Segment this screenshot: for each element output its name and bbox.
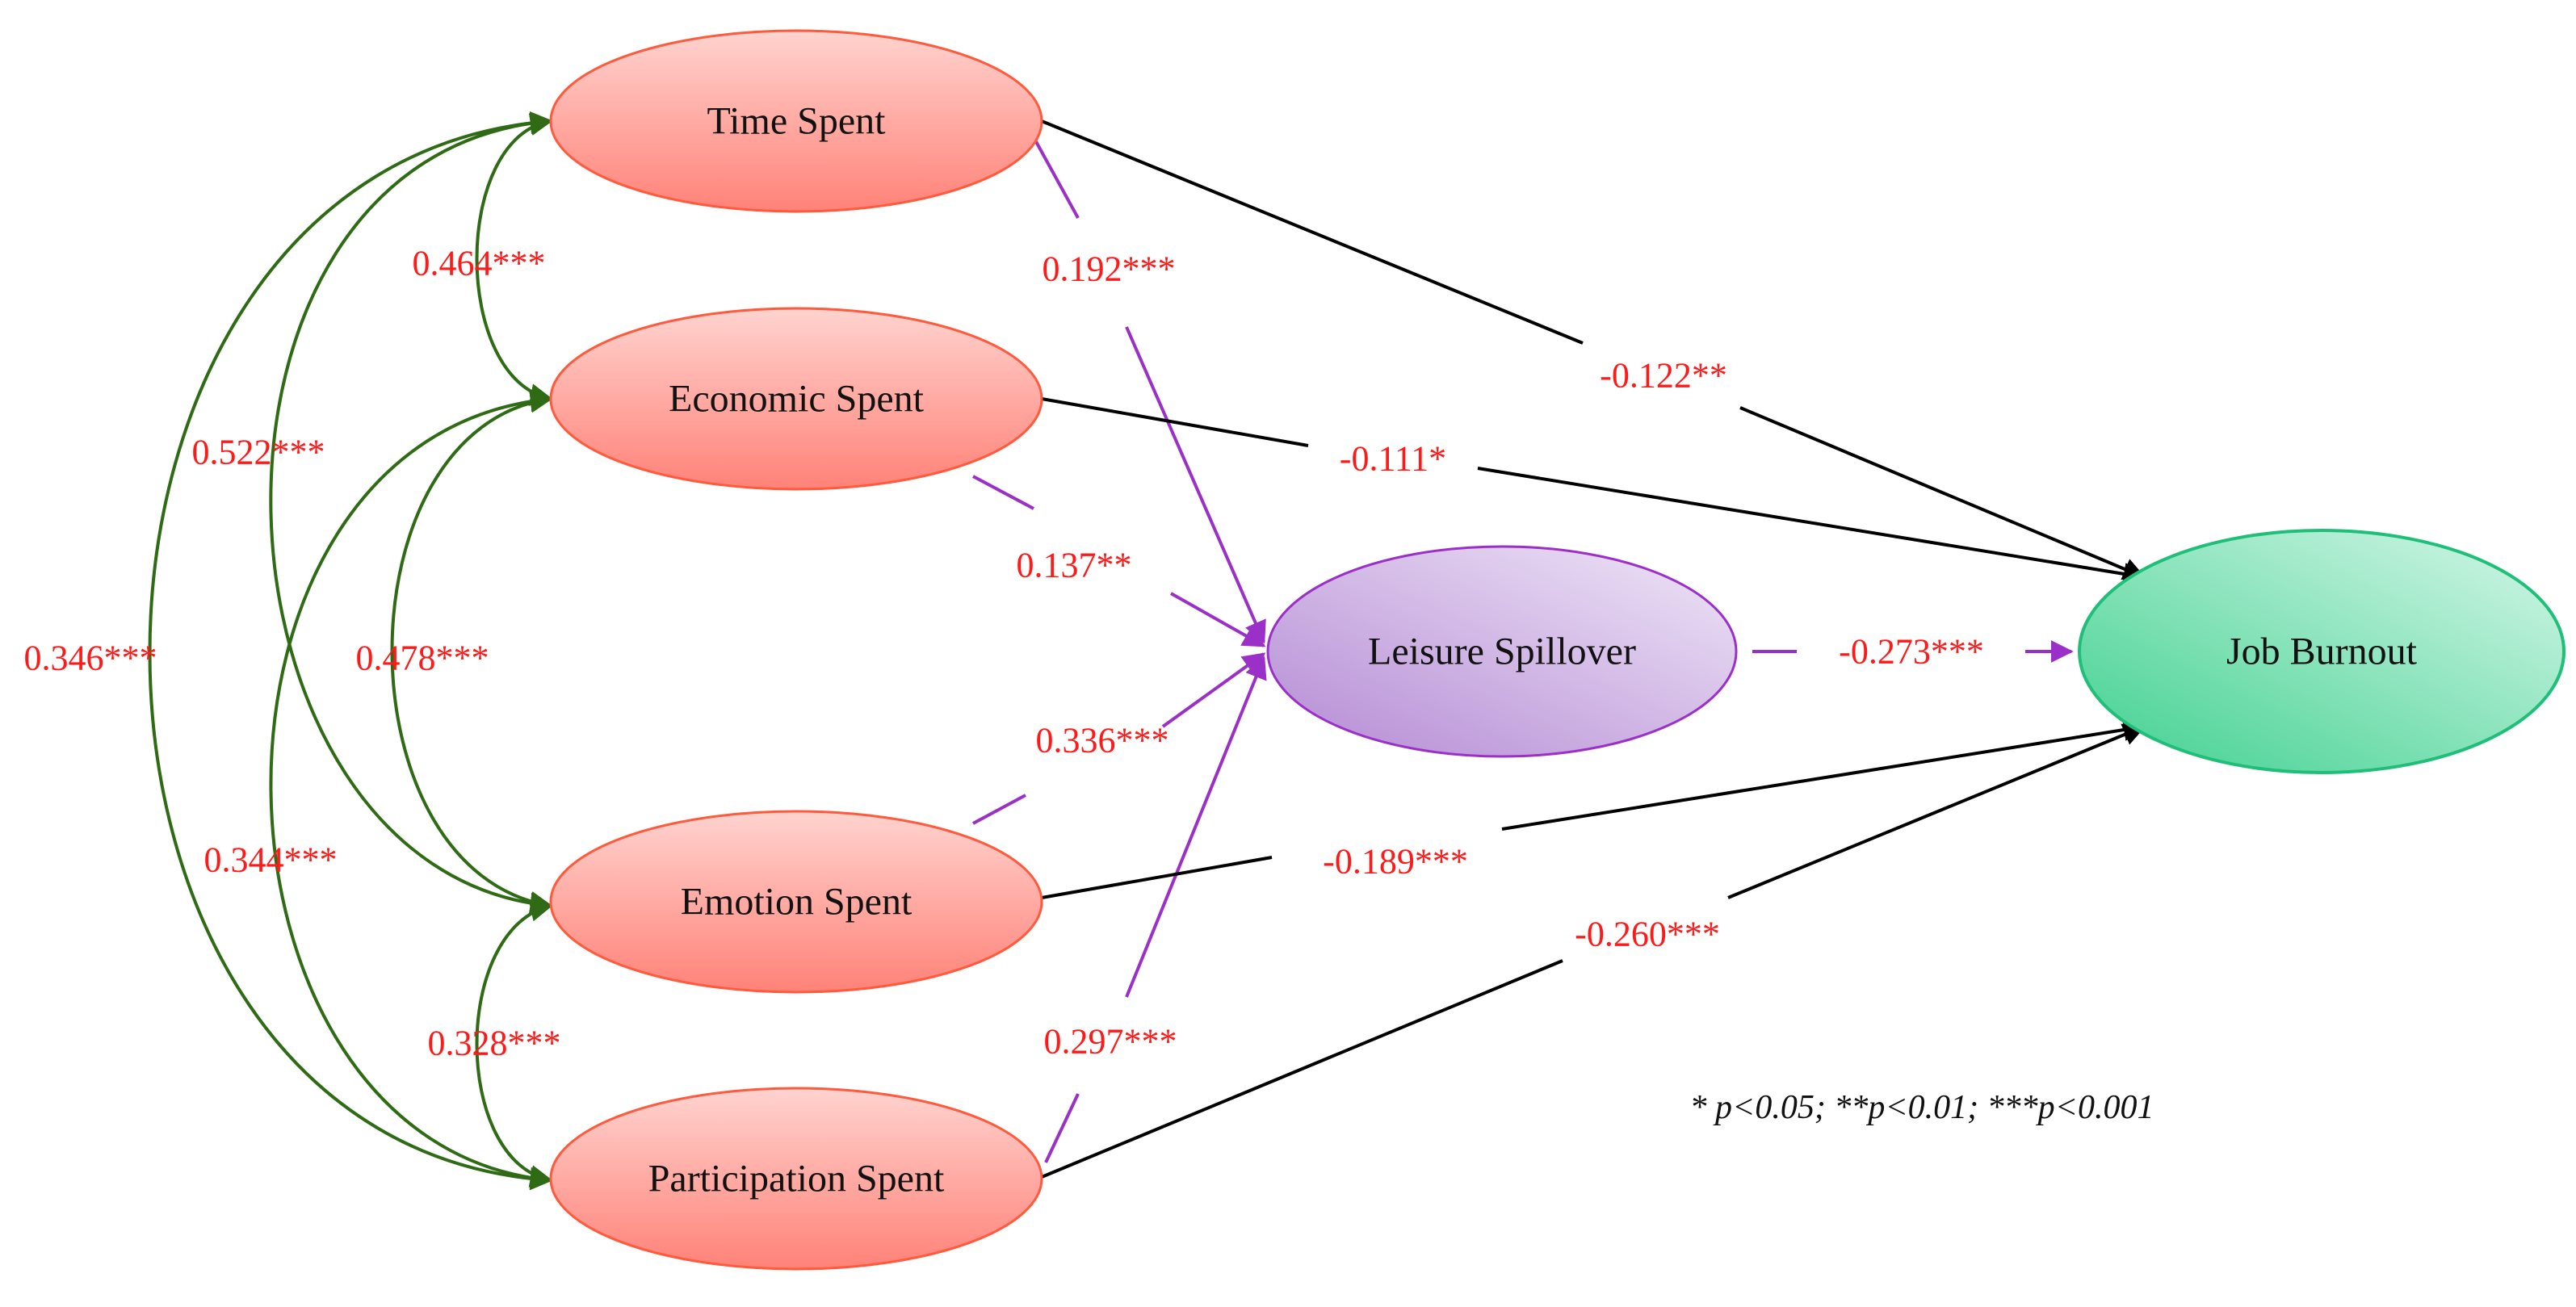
coef-time-leisure: 0.192*** [1043, 249, 1176, 289]
corr-economic-emotion: 0.478*** [356, 639, 489, 678]
path-time-burnout-a [1041, 119, 1584, 345]
path-economic-leisure-a [972, 475, 1034, 510]
significance-note: * p<0.05; **p<0.01; ***p<0.001 [1690, 1089, 2154, 1126]
arc-time-participation [148, 111, 553, 1191]
node-label-emotion: Emotion Spent [681, 881, 913, 924]
corr-time-emotion: 0.522*** [192, 433, 325, 472]
path-economic-burnout-a [1041, 397, 1309, 447]
arc-time-emotion [269, 111, 553, 915]
coef-emotion-leisure: 0.336*** [1036, 721, 1169, 760]
coef-leisure-burnout: -0.273*** [1839, 632, 1984, 672]
coef-economic-burnout: -0.111* [1340, 439, 1446, 479]
node-time: Time Spent [549, 29, 1043, 213]
arc-economic-emotion [390, 390, 553, 914]
path-participation-leisure-b [1125, 656, 1267, 998]
path-participation-leisure-a [1044, 1093, 1080, 1163]
path-participation-burnout-a [1041, 959, 1563, 1179]
node-label-participation: Participation Spent [648, 1158, 945, 1200]
coef-participation-burnout: -0.260*** [1575, 915, 1720, 954]
path-economic-leisure-b [1170, 592, 1266, 647]
corr-time-participation: 0.346*** [24, 639, 157, 678]
path-time-leisure-b [1125, 326, 1266, 644]
node-economic: Economic Spent [549, 307, 1043, 491]
path-participation-burnout-b [1727, 723, 2146, 899]
path-economic-burnout-b [1477, 467, 2146, 585]
path-emotion-burnout-a [1041, 856, 1273, 899]
path-time-leisure-a [1032, 136, 1080, 219]
node-label-economic: Economic Spent [669, 378, 925, 421]
path-time-burnout-b [1739, 406, 2146, 580]
coef-time-burnout: -0.122** [1600, 356, 1727, 396]
correlation-arcs [148, 111, 553, 1191]
path-emotion-leisure-a [972, 794, 1026, 825]
arc-economic-participation [269, 389, 553, 1190]
mediator-paths [972, 136, 2074, 1163]
path-labels: 0.192*** 0.137** 0.336*** 0.297*** -0.12… [1017, 249, 1984, 1062]
corr-economic-participation: 0.344*** [204, 840, 338, 880]
correlation-labels: 0.464*** 0.522*** 0.346*** 0.478*** 0.34… [24, 244, 561, 1063]
arc-time-economic [475, 113, 553, 406]
node-emotion: Emotion Spent [549, 810, 1043, 994]
node-burnout: Job Burnout [2078, 529, 2566, 774]
arc-emotion-participation [475, 899, 553, 1188]
node-label-leisure: Leisure Spillover [1368, 630, 1636, 673]
coef-emotion-burnout: -0.189*** [1323, 842, 1468, 882]
node-participation: Participation Spent [549, 1087, 1043, 1271]
path-emotion-leisure-b [1161, 652, 1266, 728]
corr-time-economic: 0.464*** [413, 244, 546, 283]
coef-economic-leisure: 0.137** [1017, 546, 1132, 585]
node-label-time: Time Spent [707, 100, 887, 143]
coef-participation-leisure: 0.297*** [1044, 1022, 1177, 1062]
direct-paths [1041, 119, 2146, 1179]
node-label-burnout: Job Burnout [2226, 630, 2418, 673]
corr-emotion-participation: 0.328*** [428, 1024, 561, 1063]
node-leisure: Leisure Spillover [1266, 545, 1738, 758]
path-emotion-burnout-b [1501, 718, 2146, 831]
